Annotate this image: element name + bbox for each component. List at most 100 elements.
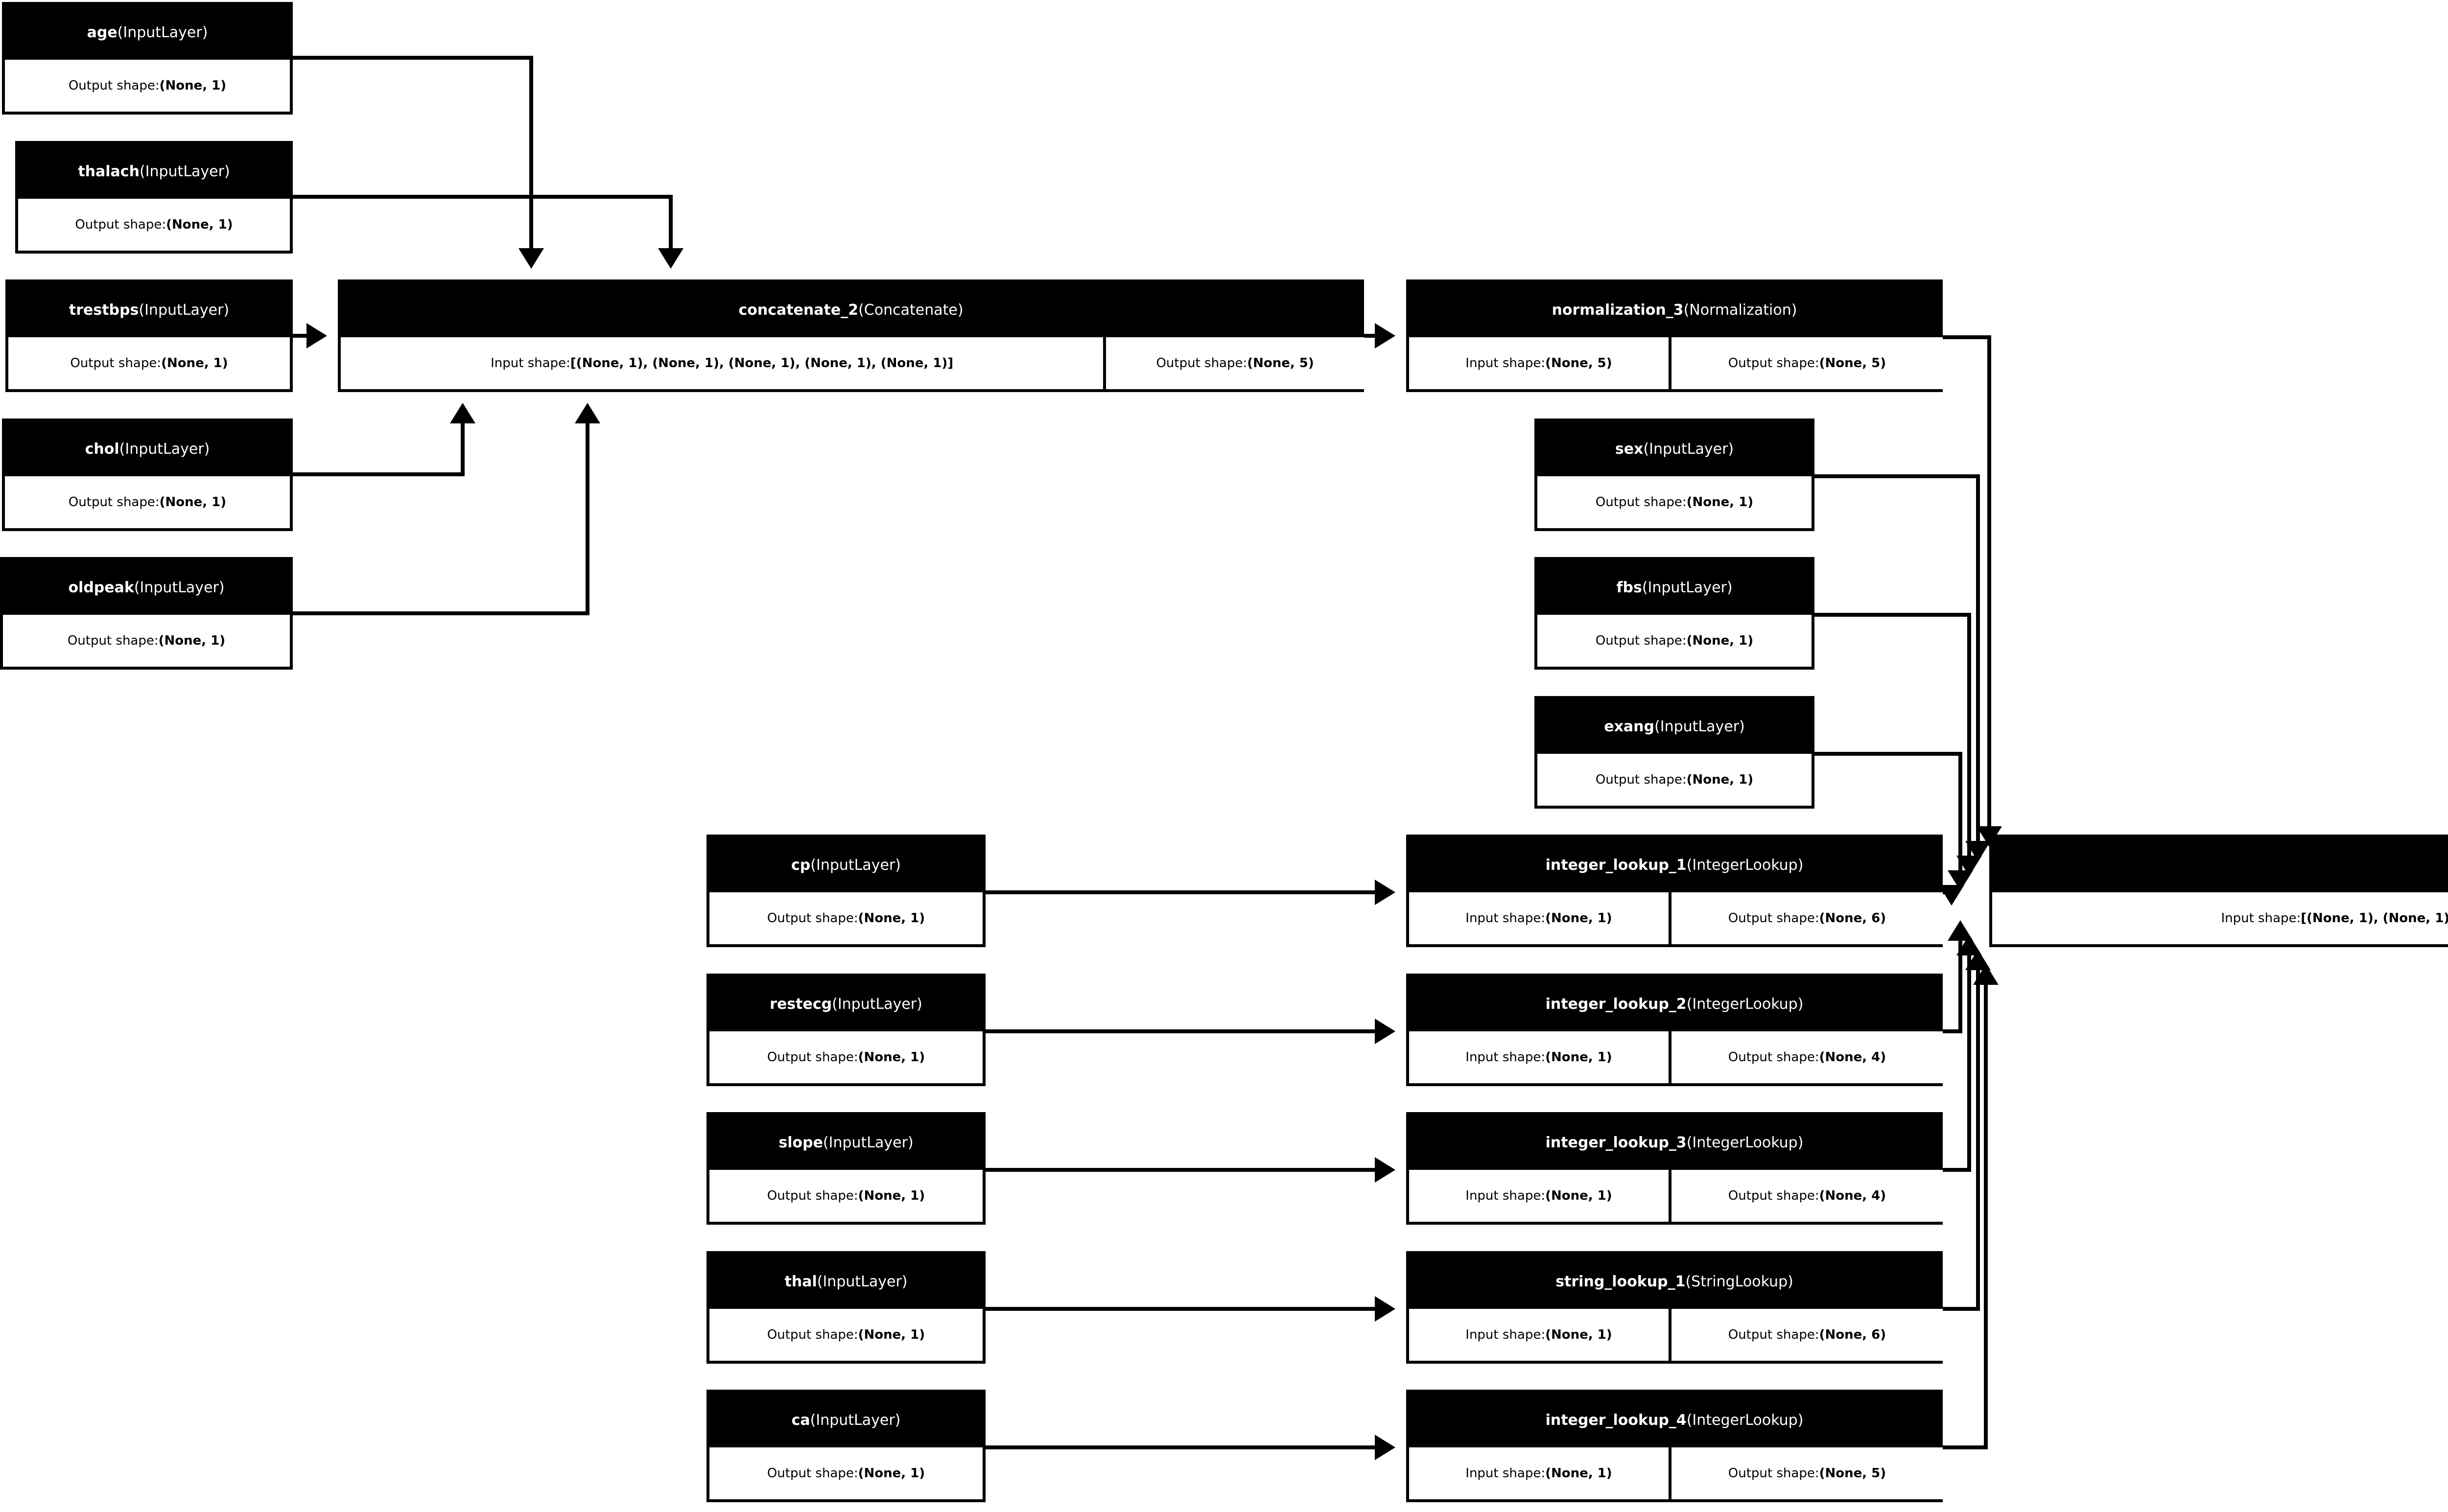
cell-label: Input shape: — [1465, 356, 1546, 371]
edge-oldpeak-to-concatenate_2 — [293, 423, 589, 615]
cell-label: Input shape: — [2221, 911, 2301, 926]
node-name-cp: cp — [791, 856, 811, 874]
node-chol[interactable]: chol(InputLayer)Output shape:(None, 1) — [2, 419, 293, 531]
cell-label: Input shape: — [1465, 1466, 1546, 1481]
node-thal[interactable]: thal(InputLayer)Output shape:(None, 1) — [706, 1251, 986, 1364]
node-type-fbs: (InputLayer) — [1642, 579, 1733, 596]
arrowhead-integer_lookup_4-to-concatenate_3 — [1973, 964, 1999, 985]
cell-label: Input shape: — [1465, 1188, 1546, 1203]
arrowhead-age-to-concatenate_2 — [518, 248, 544, 269]
cell-value: (None, 1) — [159, 495, 227, 510]
node-fbs[interactable]: fbs(InputLayer)Output shape:(None, 1) — [1534, 557, 1814, 670]
node-concatenate_3[interactable]: concatenate_3(Concatenate)Input shape:[(… — [1989, 835, 2448, 947]
cell-value: (None, 4) — [1819, 1050, 1886, 1065]
edge-fbs-to-concatenate_3 — [1814, 613, 1971, 856]
node-body-integer_lookup_3: Input shape:(None, 1)Output shape:(None,… — [1409, 1170, 1943, 1222]
node-normalization_3[interactable]: normalization_3(Normalization) Input shap… — [1406, 279, 1943, 392]
edge-string_lookup_1-to-concatenate_3 — [1943, 970, 1980, 1311]
node-integer_lookup_1[interactable]: integer_lookup_1(IntegerLookup)Input sha… — [1406, 835, 1943, 947]
node-ca[interactable]: ca(InputLayer)Output shape:(None, 1) — [706, 1390, 986, 1502]
arrowhead-fbs-to-concatenate_3 — [1956, 856, 1982, 876]
node-slope[interactable]: slope(InputLayer)Output shape:(None, 1) — [706, 1112, 986, 1225]
node-body-integer_lookup_1: Input shape:(None, 1)Output shape:(None,… — [1409, 892, 1943, 944]
cell-value: (None, 1) — [1545, 1327, 1612, 1342]
node-body-sex: Output shape:(None, 1) — [1537, 476, 1812, 528]
edge-integer_lookup_2-to-concatenate_3 — [1943, 941, 1962, 1033]
arrowhead-chol-to-concatenate_2 — [450, 403, 475, 423]
cell-label: Output shape: — [70, 356, 162, 371]
node-header-integer_lookup_1: integer_lookup_1(IntegerLookup) — [1409, 837, 1940, 892]
node-body-oldpeak: Output shape:(None, 1) — [3, 615, 290, 667]
cell-label: Output shape: — [75, 217, 166, 232]
node-cp[interactable]: cp(InputLayer)Output shape:(None, 1) — [706, 835, 986, 947]
node-cell-string_lookup_1-0: Input shape:(None, 1) — [1409, 1309, 1669, 1361]
node-oldpeak[interactable]: oldpeak(InputLayer)Output shape:(None, 1… — [0, 557, 293, 670]
cell-value: (None, 1) — [858, 1327, 925, 1342]
arrowhead-restecg-to-integer_lookup_2 — [1375, 1019, 1395, 1044]
node-type-normalization_3: (Normalization) — [1683, 301, 1797, 319]
cell-value: (None, 1) — [1545, 911, 1612, 926]
cell-value: (None, 5) — [1247, 356, 1314, 371]
node-header-thalach: thalach(InputLayer) — [18, 144, 290, 199]
node-name-exang: exang — [1604, 718, 1655, 735]
node-header-sex: sex(InputLayer) — [1537, 421, 1812, 476]
node-body-string_lookup_1: Input shape:(None, 1)Output shape:(None,… — [1409, 1309, 1943, 1361]
cell-label: Output shape: — [1728, 1327, 1819, 1342]
edge-sex-to-concatenate_3 — [1814, 474, 1980, 841]
node-body-age: Output shape:(None, 1) — [5, 60, 290, 112]
node-name-oldpeak: oldpeak — [68, 579, 134, 596]
node-name-ca: ca — [791, 1411, 810, 1429]
node-string_lookup_1[interactable]: string_lookup_1(StringLookup)Input shape… — [1406, 1251, 1943, 1364]
node-sex[interactable]: sex(InputLayer)Output shape:(None, 1) — [1534, 419, 1814, 531]
arrowhead-integer_lookup_3-to-concatenate_3 — [1956, 935, 1982, 955]
node-integer_lookup_3[interactable]: integer_lookup_3(IntegerLookup)Input sha… — [1406, 1112, 1943, 1225]
node-cell-string_lookup_1-1: Output shape:(None, 6) — [1671, 1309, 1943, 1361]
node-thalach[interactable]: thalach(InputLayer)Output shape:(None, 1… — [15, 141, 293, 254]
node-cell-restecg-0: Output shape:(None, 1) — [709, 1031, 983, 1083]
cell-label: Output shape: — [1728, 1466, 1819, 1481]
node-body-integer_lookup_4: Input shape:(None, 1)Output shape:(None,… — [1409, 1447, 1943, 1499]
cell-label: Input shape: — [1465, 1327, 1546, 1342]
cell-label: Output shape: — [1728, 1188, 1819, 1203]
cell-value: (None, 1) — [858, 911, 925, 926]
node-name-chol: chol — [85, 440, 119, 458]
node-header-normalization_3: normalization_3(Normalization) — [1409, 282, 1940, 337]
cell-value: (None, 1) — [1545, 1466, 1612, 1481]
arrowhead-exang-to-concatenate_3 — [1948, 870, 1973, 891]
cell-value: (None, 1) — [858, 1466, 925, 1481]
node-cell-sex-0: Output shape:(None, 1) — [1537, 476, 1812, 528]
arrowhead-ca-to-integer_lookup_4 — [1375, 1435, 1395, 1460]
node-exang[interactable]: exang(InputLayer)Output shape:(None, 1) — [1534, 696, 1814, 809]
node-restecg[interactable]: restecg(InputLayer)Output shape:(None, 1… — [706, 974, 986, 1086]
node-header-chol: chol(InputLayer) — [5, 421, 290, 476]
node-header-thal: thal(InputLayer) — [709, 1254, 983, 1309]
node-cell-thalach-0: Output shape:(None, 1) — [18, 199, 290, 251]
node-type-integer_lookup_3: (IntegerLookup) — [1686, 1134, 1804, 1151]
node-type-ca: (InputLayer) — [810, 1411, 901, 1429]
cell-value: (None, 6) — [1819, 911, 1886, 926]
node-body-concatenate_3: Input shape:[(None, 1), (None, 1), (None… — [1992, 892, 2448, 944]
node-name-concatenate_2: concatenate_2 — [738, 301, 859, 319]
node-cell-integer_lookup_2-0: Input shape:(None, 1) — [1409, 1031, 1669, 1083]
node-age[interactable]: age(InputLayer)Output shape:(None, 1) — [2, 2, 293, 115]
node-cell-integer_lookup_3-1: Output shape:(None, 4) — [1671, 1170, 1943, 1222]
node-integer_lookup_2[interactable]: integer_lookup_2(IntegerLookup)Input sha… — [1406, 974, 1943, 1086]
cell-label: Input shape: — [1465, 1050, 1546, 1065]
arrowhead-thalach-to-concatenate_2 — [658, 248, 683, 269]
node-concatenate_2[interactable]: concatenate_2(Concatenate)Input shape:[(… — [338, 279, 1364, 392]
node-trestbps[interactable]: trestbps(InputLayer)Output shape:(None, … — [5, 279, 293, 392]
node-header-fbs: fbs(InputLayer) — [1537, 560, 1812, 615]
node-name-normalization_3: normalization_3 — [1552, 301, 1684, 319]
arrowhead-string_lookup_1-to-concatenate_3 — [1965, 950, 1991, 970]
node-header-integer_lookup_4: integer_lookup_4(IntegerLookup) — [1409, 1393, 1940, 1447]
node-cell-oldpeak-0: Output shape:(None, 1) — [3, 615, 290, 667]
edge-integer_lookup_3-to-concatenate_3 — [1943, 955, 1971, 1172]
node-type-integer_lookup_1: (IntegerLookup) — [1686, 856, 1804, 874]
node-integer_lookup_4[interactable]: integer_lookup_4(IntegerLookup) Input sha… — [1406, 1390, 1943, 1502]
arrowhead-trestbps-to-concatenate_2 — [306, 323, 327, 349]
cell-value: (None, 4) — [1819, 1188, 1886, 1203]
edge-thalach-to-concatenate_2 — [293, 195, 673, 248]
node-cell-integer_lookup_2-1: Output shape:(None, 4) — [1671, 1031, 1943, 1083]
cell-value: [(None, 1), (None, 1), (None, 1), (None,… — [570, 356, 954, 371]
